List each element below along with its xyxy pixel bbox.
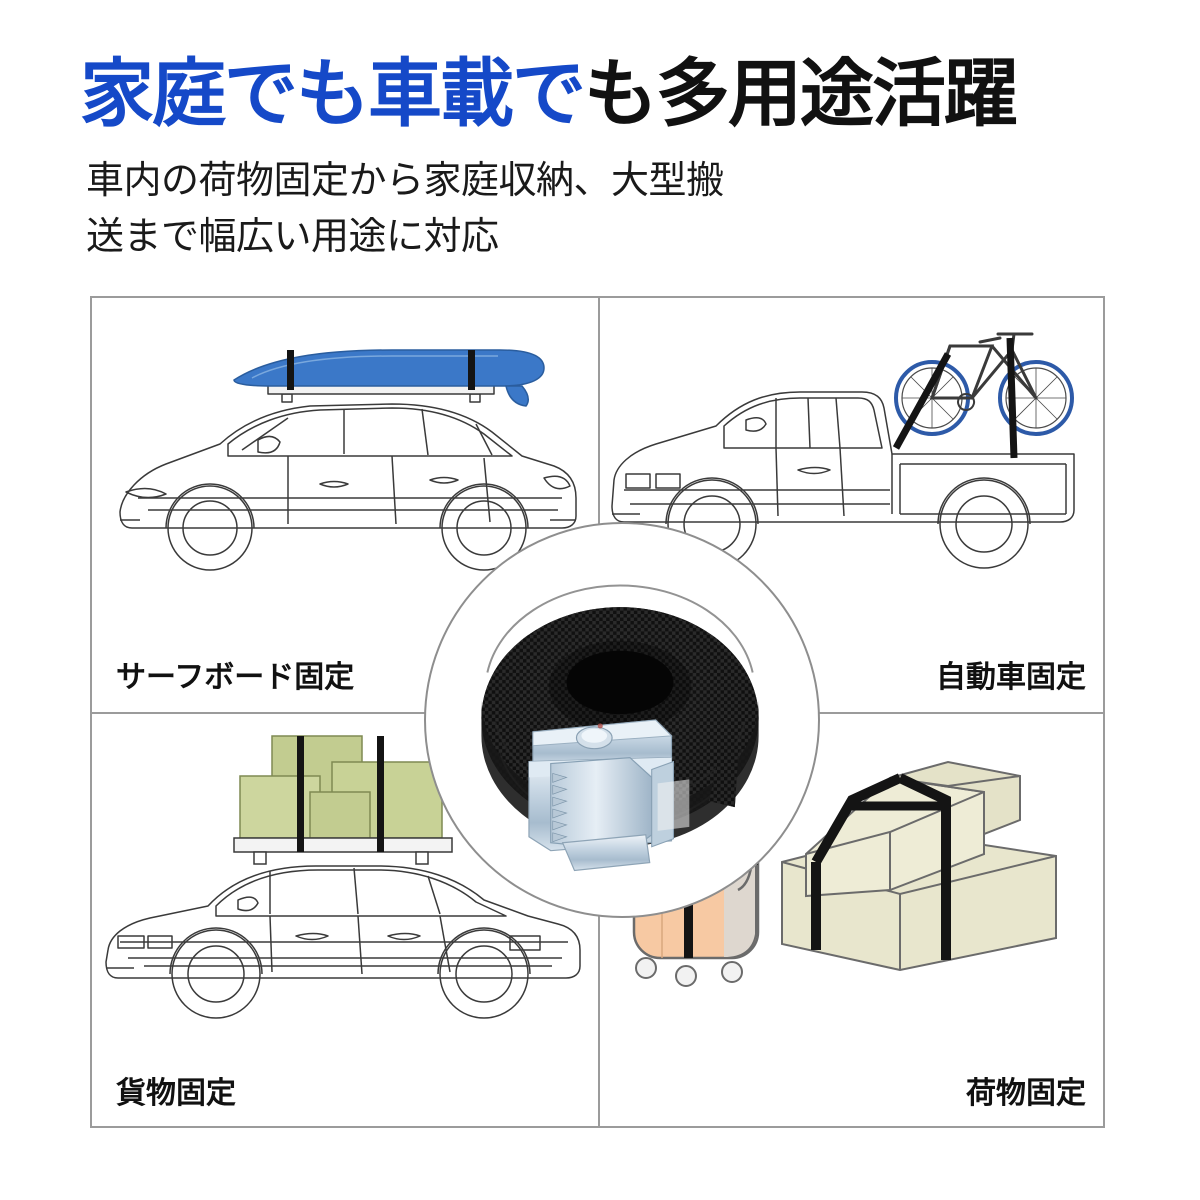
sedan-with-boxes-illustration: [105, 735, 581, 1019]
box-strap-right: [897, 773, 951, 960]
page-title-black-segment: も多用途活躍: [584, 51, 1016, 137]
page-title: 家庭でも車載でも多用途活躍: [80, 48, 1140, 140]
scenario-label-cargo: 貨物固定: [116, 1076, 236, 1111]
scenario-label-luggage: 荷物固定: [966, 1076, 1086, 1111]
roof-boxes: [233, 735, 453, 865]
box-stack-shape: [781, 760, 1057, 972]
scenario-label-vehicle: 自動車固定: [936, 660, 1086, 695]
pickup-truck-with-bicycle-illustration: [611, 332, 1075, 569]
page-subtitle-line-1: 車内の荷物固定から家庭収納、大型搬: [86, 158, 724, 202]
suv-with-surfboard-illustration: [119, 349, 577, 571]
page-subtitle: 車内の荷物固定から家庭収納、大型搬 送まで幅広い用途に対応: [86, 152, 786, 264]
scenario-cell-cargo: 貨物固定: [92, 714, 598, 1128]
coiled-strap-with-cam-buckle-photo: [481, 584, 759, 872]
bicycle-shape: [894, 332, 1074, 436]
product-highlight-circle: [424, 522, 820, 918]
cargo-strap-2: [377, 736, 384, 852]
surfboard-shape: [233, 349, 545, 407]
page-subtitle-line-2: 送まで幅広い用途に対応: [86, 214, 499, 258]
cam-buckle: [528, 719, 690, 872]
scenario-cell-vehicle: 自動車固定: [600, 298, 1106, 712]
page-title-blue-segment: 家庭でも車載で: [80, 51, 584, 137]
usage-scenario-grid: サーフボード固定: [90, 296, 1105, 1128]
strap-rear: [468, 350, 475, 390]
strap-vertical: [1006, 337, 1018, 459]
strap-diagonal: [892, 352, 952, 450]
scenario-label-surfboard: サーフボード固定: [116, 660, 355, 695]
scenario-cell-surfboard: サーフボード固定: [92, 298, 598, 712]
cargo-strap-1: [297, 736, 304, 852]
strap-front: [287, 350, 294, 390]
box-strap-diagonal: [811, 773, 903, 865]
